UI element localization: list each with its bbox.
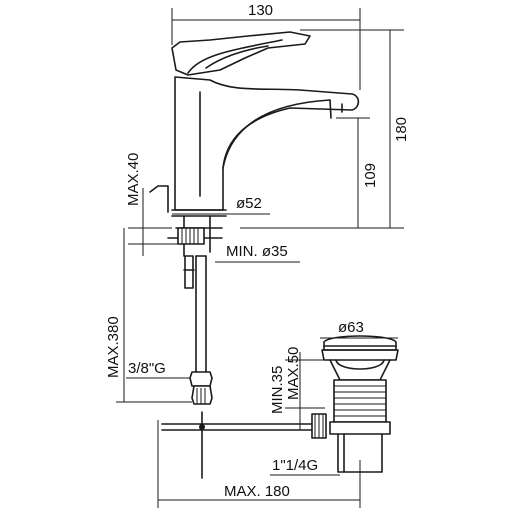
drain-rod <box>161 411 319 479</box>
dimension-lines <box>116 8 404 508</box>
dim-rod-length: MAX. 180 <box>224 483 290 500</box>
dim-drain-thread: 1"1/4G <box>272 457 318 474</box>
dim-hose-thread: 3/8"G <box>128 360 166 377</box>
dim-drain-max: MAX.50 <box>285 347 302 400</box>
faucet-body <box>149 31 360 405</box>
waste-drain <box>311 335 399 473</box>
dim-hole-diameter: MIN. ø35 <box>226 243 288 260</box>
dim-drain-min: MIN.35 <box>269 366 286 414</box>
dim-spout-height: 109 <box>362 163 379 188</box>
dim-top-width: 130 <box>248 2 273 19</box>
dim-drain-diameter: ø63 <box>338 319 364 336</box>
dim-base-diameter: ø52 <box>236 195 262 212</box>
dim-deck-thickness: MAX.40 <box>125 153 142 206</box>
dim-total-height: 180 <box>393 117 410 142</box>
dim-hose-length: MAX.380 <box>105 316 122 378</box>
